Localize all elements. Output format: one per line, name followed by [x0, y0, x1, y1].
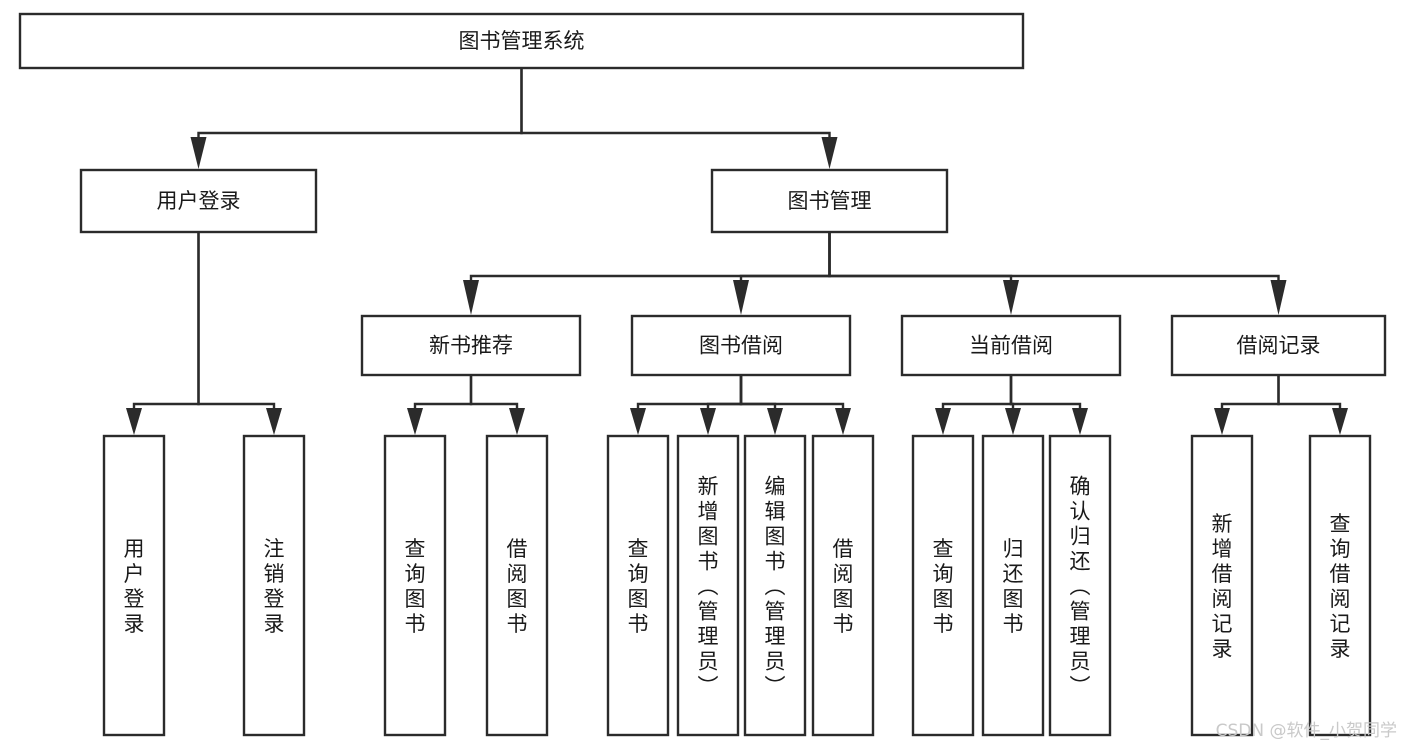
- arrow-head-icon: [733, 280, 749, 315]
- edge-current-borrow-to-leaf-query-book-3: [935, 375, 1013, 435]
- node-root[interactable]: 图书管理系统: [18, 12, 1025, 70]
- node-leaf-query-book-1[interactable]: 查询图书: [383, 434, 447, 737]
- edge-borrow-record-to-leaf-add-borrow-record: [1214, 375, 1280, 435]
- arrow-head-icon: [1332, 408, 1348, 435]
- node-label: 借阅图书: [833, 537, 854, 636]
- node-leaf-confirm-return[interactable]: 确认归还︵管理员︶: [1048, 434, 1112, 737]
- node-label: 注销登录: [264, 537, 285, 636]
- node-box: [811, 434, 875, 737]
- node-leaf-return-book[interactable]: 归还图书: [981, 434, 1045, 737]
- edge-book-manage-to-current-borrow: [828, 232, 1019, 315]
- node-label: 查询图书: [405, 537, 426, 636]
- edge-root-to-user-login: [190, 68, 523, 169]
- arrow-head-icon: [935, 408, 951, 435]
- edge-book-manage-to-new-book-recommend: [463, 232, 831, 315]
- node-box: [911, 434, 975, 737]
- arrow-head-icon: [700, 408, 716, 435]
- node-new-book-recommend[interactable]: 新书推荐: [360, 314, 582, 377]
- node-box: [1048, 434, 1112, 737]
- node-box: [676, 434, 740, 737]
- edge-user-login-to-leaf-user-login: [126, 232, 200, 435]
- node-label: 借阅记录: [1237, 334, 1321, 358]
- edge-current-borrow-to-leaf-confirm-return: [1009, 375, 1088, 435]
- node-leaf-borrow-book-2[interactable]: 借阅图书: [811, 434, 875, 737]
- node-box: [102, 434, 166, 737]
- node-label: 用户登录: [157, 189, 241, 213]
- arrow-head-icon: [1270, 280, 1287, 315]
- node-leaf-query-borrow-record[interactable]: 查询借阅记录: [1308, 434, 1372, 737]
- node-leaf-user-login[interactable]: 用户登录: [102, 434, 166, 737]
- node-box: [242, 434, 306, 737]
- node-label: 新书推荐: [429, 334, 513, 358]
- node-box: [18, 12, 1025, 70]
- edge-new-book-recommend-to-leaf-query-book-1: [407, 375, 473, 435]
- edge-book-manage-to-borrow-record: [828, 232, 1287, 315]
- node-box: [360, 314, 582, 377]
- node-leaf-edit-book[interactable]: 编辑图书︵管理员︶: [743, 434, 807, 737]
- edge-new-book-recommend-to-leaf-borrow-book-1: [469, 375, 525, 435]
- arrow-head-icon: [266, 408, 282, 435]
- node-label: 当前借阅: [969, 334, 1053, 358]
- arrow-head-icon: [407, 408, 423, 435]
- node-label: 查询图书: [933, 537, 954, 636]
- node-label: 确认归还︵管理员︶: [1070, 475, 1091, 699]
- node-box: [981, 434, 1045, 737]
- arrow-head-icon: [1214, 408, 1230, 435]
- node-book-manage[interactable]: 图书管理: [710, 168, 949, 234]
- edge-user-login-to-leaf-user-logout: [197, 232, 282, 435]
- node-box: [485, 434, 549, 737]
- arrow-head-icon: [1005, 408, 1021, 435]
- node-leaf-add-borrow-record[interactable]: 新增借阅记录: [1190, 434, 1254, 737]
- node-user-login[interactable]: 用户登录: [79, 168, 318, 234]
- node-label: 查询图书: [628, 537, 649, 636]
- edge-borrow-record-to-leaf-query-borrow-record: [1277, 375, 1348, 435]
- node-box: [710, 168, 949, 234]
- arrow-head-icon: [509, 408, 525, 435]
- node-label: 新增借阅记录: [1212, 512, 1233, 661]
- arrow-head-icon: [463, 280, 479, 315]
- arrow-head-icon: [1072, 408, 1088, 435]
- node-label: 图书管理: [788, 189, 872, 213]
- node-box: [606, 434, 670, 737]
- edge-book-borrow-to-leaf-borrow-book-2: [739, 375, 851, 435]
- node-book-borrow[interactable]: 图书借阅: [630, 314, 852, 377]
- arrow-head-icon: [1003, 280, 1019, 315]
- arrow-head-icon: [190, 137, 207, 169]
- arrow-head-icon: [821, 137, 838, 169]
- node-box: [743, 434, 807, 737]
- arrow-head-icon: [835, 408, 851, 435]
- arrow-head-icon: [126, 408, 142, 435]
- node-leaf-query-book-2[interactable]: 查询图书: [606, 434, 670, 737]
- node-leaf-add-book[interactable]: 新增图书︵管理员︶: [676, 434, 740, 737]
- arrow-head-icon: [630, 408, 646, 435]
- node-box: [1308, 434, 1372, 737]
- edges-layer: [126, 68, 1348, 435]
- node-box: [630, 314, 852, 377]
- node-label: 图书管理系统: [459, 29, 585, 53]
- node-label: 归还图书: [1003, 537, 1024, 636]
- node-box: [900, 314, 1122, 377]
- node-current-borrow[interactable]: 当前借阅: [900, 314, 1122, 377]
- edge-book-manage-to-book-borrow: [733, 232, 831, 315]
- node-label: 新增图书︵管理员︶: [698, 475, 719, 699]
- node-box: [79, 168, 318, 234]
- node-label: 借阅图书: [507, 537, 528, 636]
- node-box: [383, 434, 447, 737]
- nodes-layer: 图书管理系统用户登录图书管理新书推荐图书借阅当前借阅借阅记录用户登录注销登录查询…: [18, 12, 1387, 737]
- node-box: [1170, 314, 1387, 377]
- node-leaf-user-logout[interactable]: 注销登录: [242, 434, 306, 737]
- arrow-head-icon: [767, 408, 783, 435]
- node-label: 查询借阅记录: [1330, 512, 1351, 661]
- edge-root-to-book-manage: [520, 68, 838, 169]
- node-label: 用户登录: [124, 537, 145, 636]
- node-label: 编辑图书︵管理员︶: [765, 475, 786, 699]
- node-borrow-record[interactable]: 借阅记录: [1170, 314, 1387, 377]
- node-leaf-borrow-book-1[interactable]: 借阅图书: [485, 434, 549, 737]
- node-box: [1190, 434, 1254, 737]
- node-leaf-query-book-3[interactable]: 查询图书: [911, 434, 975, 737]
- node-label: 图书借阅: [699, 334, 783, 358]
